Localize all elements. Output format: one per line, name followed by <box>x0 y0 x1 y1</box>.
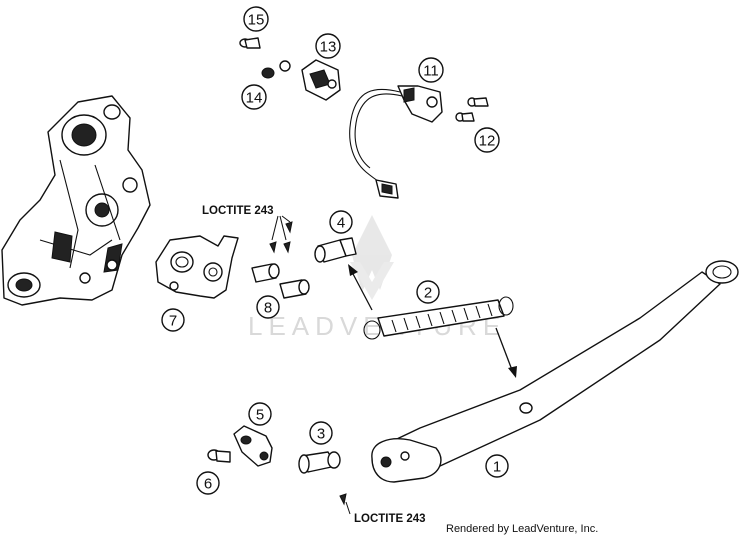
callout-7: 7 <box>161 308 185 332</box>
side-stand-part-1 <box>371 260 739 483</box>
nut-part-14 <box>261 60 291 79</box>
callout-12: 12 <box>474 127 500 153</box>
loctite-top-leaders <box>271 215 291 241</box>
pin-part-3 <box>298 451 347 506</box>
callout-2: 2 <box>416 280 440 304</box>
spring-part-2 <box>363 296 514 340</box>
callout-1: 1 <box>485 454 509 478</box>
screw-part-12 <box>455 97 489 122</box>
callout-4: 4 <box>329 210 353 234</box>
switch-part-13 <box>301 59 341 101</box>
svg-text:12: 12 <box>479 133 496 150</box>
svg-text:5: 5 <box>256 407 264 424</box>
screw-part-6 <box>207 449 231 463</box>
svg-text:15: 15 <box>248 12 265 29</box>
arrow-down <box>495 327 517 378</box>
rendered-by-credit: Rendered by LeadVenture, Inc. <box>446 523 598 535</box>
svg-text:11: 11 <box>423 63 439 80</box>
pivot-bolt-part-4 <box>314 237 357 263</box>
svg-text:4: 4 <box>337 215 345 232</box>
callout-6: 6 <box>196 471 220 495</box>
svg-text:14: 14 <box>246 90 263 107</box>
callout-11: 11 <box>418 57 444 83</box>
screw-part-15 <box>239 37 261 49</box>
bracket-part-5 <box>233 425 273 467</box>
watermark-logo <box>350 215 394 300</box>
svg-text:1: 1 <box>493 459 501 476</box>
callout-15: 15 <box>243 6 269 32</box>
sensor-cable-part-11 <box>349 85 443 199</box>
svg-text:8: 8 <box>264 300 272 317</box>
sleeve-part-8 <box>251 221 310 299</box>
arrow-up <box>348 264 373 311</box>
plate-part-7 <box>155 235 239 299</box>
svg-text:13: 13 <box>320 39 337 56</box>
callout-3: 3 <box>309 421 333 445</box>
loctite-note-bottom: LOCTITE 243 <box>354 513 426 525</box>
svg-text:2: 2 <box>424 285 432 302</box>
callout-8: 8 <box>256 295 280 319</box>
callout-14: 14 <box>241 84 267 110</box>
loctite-bottom-leader <box>345 501 351 515</box>
svg-text:6: 6 <box>204 476 212 493</box>
svg-text:7: 7 <box>169 313 177 330</box>
frame-bracket <box>1 95 151 306</box>
callout-13: 13 <box>315 33 341 59</box>
svg-text:3: 3 <box>317 426 325 443</box>
callout-5: 5 <box>248 402 272 426</box>
loctite-note-top: LOCTITE 243 <box>202 205 274 217</box>
